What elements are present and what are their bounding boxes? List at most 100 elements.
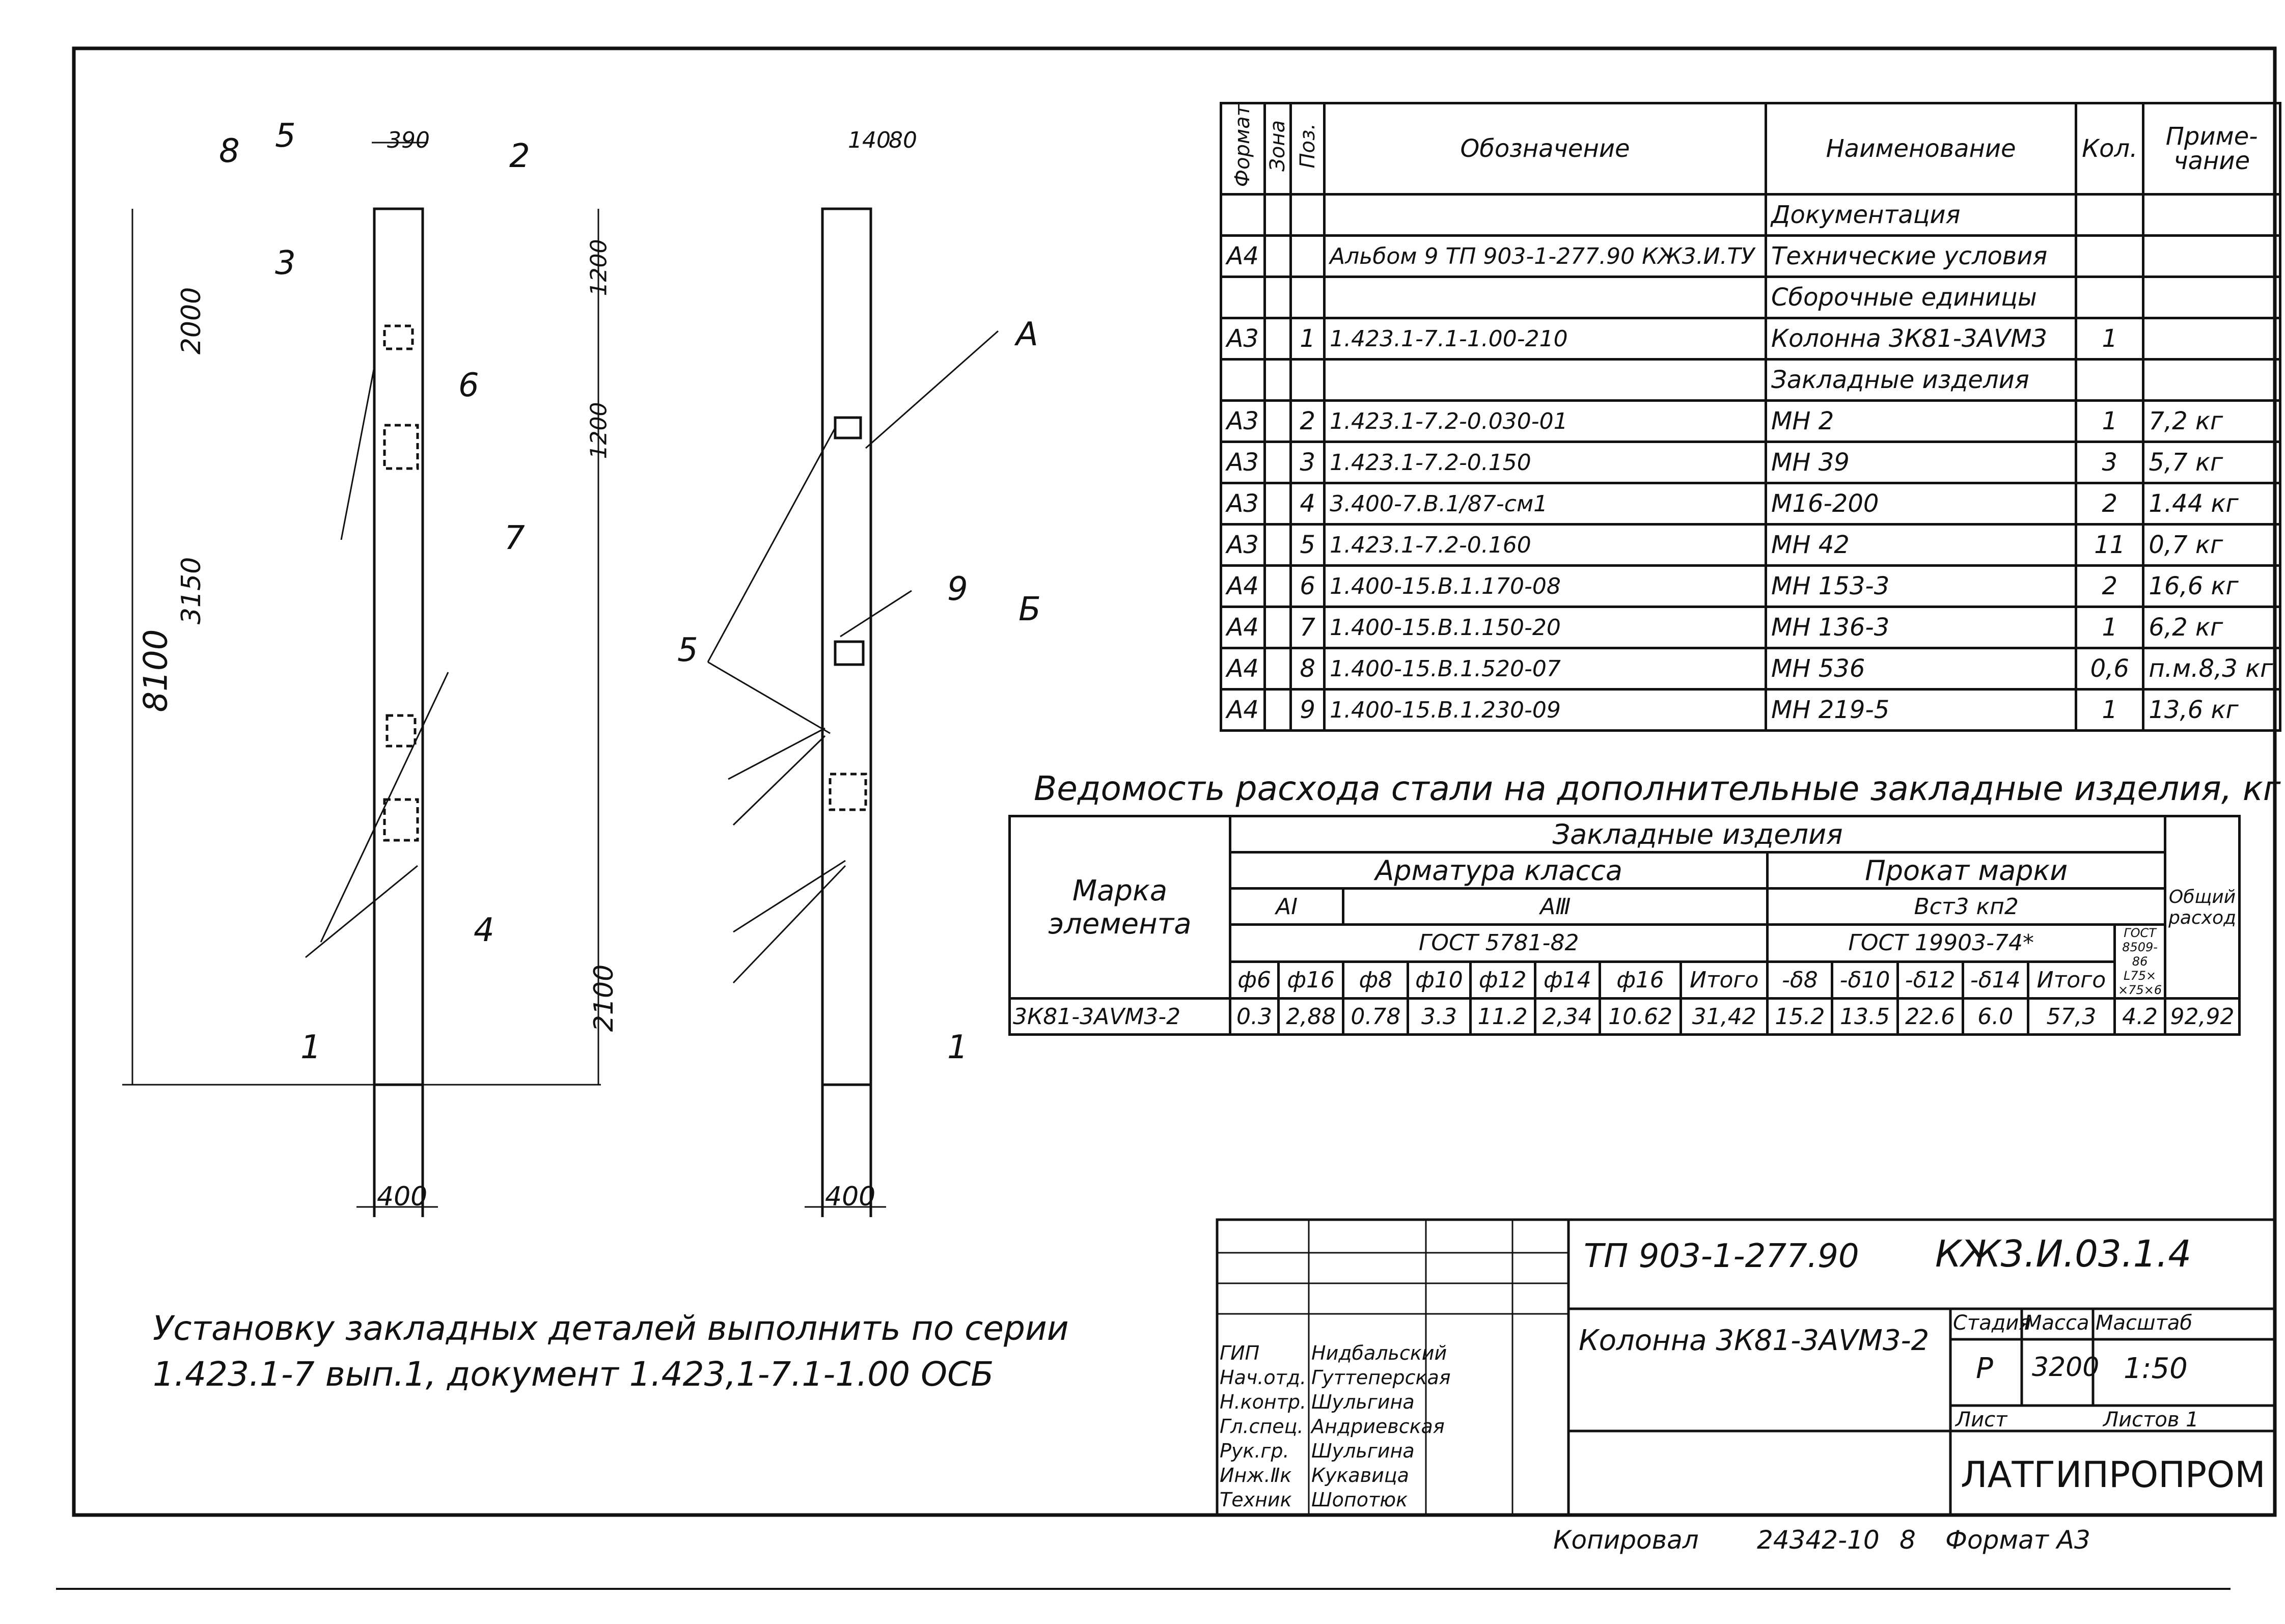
spec-cell-zone <box>1263 482 1292 526</box>
spec-cell-pos <box>1289 276 1326 320</box>
steel-subcol: ф14 <box>1533 960 1601 1000</box>
spec-cell-name: Колонна 3К81-3АⅤМ3 <box>1764 317 2078 361</box>
steel-value: 0.3 <box>1228 997 1280 1036</box>
spec-cell-name: Технические условия <box>1764 234 2078 279</box>
gost-rolled: ГОСТ 19903-74* <box>1766 923 2116 963</box>
title-code: КЖ3.И.03.1.4 <box>1935 1232 2192 1275</box>
dim-width-1: 400 <box>377 1181 428 1212</box>
dim-140: 140 <box>848 127 891 153</box>
steel-value: 22.6 <box>1896 997 1964 1036</box>
title-project: ТП 903-1-277.90 <box>1584 1237 1859 1275</box>
spec-cell-note: 13,6 кг <box>2142 688 2281 732</box>
spec-cell-name: МН 42 <box>1764 523 2078 567</box>
spec-cell-note: 0,7 кг <box>2142 523 2281 567</box>
spec-cell-designation <box>1323 276 1767 320</box>
pos-label-1b: 1 <box>947 1029 968 1066</box>
spec-cell-qty: 1 <box>2075 688 2145 732</box>
spec-cell-name: Сборочные единицы <box>1764 276 2078 320</box>
spec-cell-pos: 1 <box>1289 317 1326 361</box>
title-sheet-label: Лист <box>1956 1408 2007 1432</box>
group-rolled: Прокат марки <box>1766 851 2167 890</box>
steel-subcol: ф12 <box>1469 960 1536 1000</box>
title-item: Колонна 3К81-3АⅤМ3-2 <box>1579 1324 1930 1357</box>
spec-cell-pos <box>1289 193 1326 237</box>
steel-subcol: ф16 <box>1598 960 1683 1000</box>
title-name: Нидбальский <box>1311 1342 1447 1364</box>
footer-copied: Копировал <box>1553 1525 1699 1555</box>
spec-cell-pos: 5 <box>1289 523 1326 567</box>
spec-cell-pos: 3 <box>1289 441 1326 485</box>
column-elevation-1 <box>122 142 601 1217</box>
spec-cell-name: Документация <box>1764 193 2078 237</box>
dim-390: 390 <box>387 127 430 153</box>
spec-cell-designation: 1.423.1-7.2-0.160 <box>1323 523 1767 567</box>
spec-cell-note: 16,6 кг <box>2142 564 2281 609</box>
steel-value: 92,92 <box>2164 997 2241 1036</box>
spec-cell-name: МН 153-3 <box>1764 564 2078 609</box>
pos-label-5: 5 <box>275 117 296 155</box>
spec-cell-qty: 1 <box>2075 605 2145 650</box>
steel-value: 13.5 <box>1831 997 1899 1036</box>
pos-label-5b: 5 <box>677 631 698 669</box>
spec-cell-format <box>1220 193 1266 237</box>
spec-cell-zone <box>1263 193 1292 237</box>
steel-subcol: Итого <box>1680 960 1769 1000</box>
gost-rebar: ГОСТ 5781-82 <box>1228 923 1769 963</box>
spec-cell-format: А4 <box>1220 564 1266 609</box>
spec-cell-name: МН 536 <box>1764 647 2078 691</box>
spec-cell-designation: 1.423.1-7.1-1.00-210 <box>1323 317 1767 361</box>
spec-cell-designation: Альбом 9 ТП 903-1-277.90 КЖ3.И.ТУ <box>1323 234 1767 279</box>
dim-80: 80 <box>889 127 917 153</box>
spec-cell-qty: 2 <box>2075 482 2145 526</box>
col-mark: Марка элемента <box>1008 815 1231 1000</box>
steel-subcol: ф16 <box>1277 960 1345 1000</box>
spec-cell-note <box>2142 193 2281 237</box>
spec-cell-designation: 1.400-15.В.1.230-09 <box>1323 688 1767 732</box>
spec-cell-pos: 8 <box>1289 647 1326 691</box>
spec-cell-zone <box>1263 317 1292 361</box>
spec-cell-format <box>1220 358 1266 402</box>
column-elevation-2 <box>805 207 886 1217</box>
spec-cell-pos: 6 <box>1289 564 1326 609</box>
spec-row: Закладные изделия <box>1220 358 2281 402</box>
spec-cell-designation: 1.423.1-7.2-0.030-01 <box>1323 399 1767 444</box>
spec-cell-name: МН 219-5 <box>1764 688 2078 732</box>
title-sheets-label: Листов 1 <box>2103 1408 2199 1432</box>
pos-label-A: А <box>1016 316 1038 353</box>
spec-cell-format: А3 <box>1220 441 1266 485</box>
spec-cell-zone <box>1263 523 1292 567</box>
spec-cell-pos: 2 <box>1289 399 1326 444</box>
title-role: Гл.спец. <box>1220 1415 1304 1438</box>
steel-value: 6.0 <box>1961 997 2029 1036</box>
spec-row: Сборочные единицы <box>1220 276 2281 320</box>
specification-table: Формат Зона Поз. Обозначение Наименовани… <box>1220 101 2281 732</box>
spec-cell-format: А4 <box>1220 688 1266 732</box>
group-rebar: Арматура класса <box>1228 851 1769 890</box>
spec-cell-zone <box>1263 441 1292 485</box>
spec-cell-zone <box>1263 358 1292 402</box>
spec-cell-designation <box>1323 193 1767 237</box>
steel-subcol: -δ14 <box>1961 960 2029 1000</box>
spec-cell-pos: 9 <box>1289 688 1326 732</box>
note-line-2: 1.423.1-7 вып.1, документ 1.423,1-7.1-1.… <box>153 1355 994 1394</box>
steel-subcol: ф8 <box>1342 960 1410 1000</box>
spec-cell-name: Закладные изделия <box>1764 358 2078 402</box>
class-a1: АⅠ <box>1228 887 1345 926</box>
spec-cell-note <box>2142 317 2281 361</box>
steel-table-title: Ведомость расхода стали на дополнительны… <box>1034 769 2281 808</box>
spec-cell-qty <box>2075 358 2145 402</box>
steel-subcol: ф10 <box>1407 960 1472 1000</box>
steel-value: 11.2 <box>1469 997 1536 1036</box>
spec-cell-designation: 1.400-15.В.1.520-07 <box>1323 647 1767 691</box>
title-name: Шульгина <box>1311 1391 1415 1413</box>
steel-value: 3.3 <box>1407 997 1472 1036</box>
title-role: Техник <box>1220 1489 1292 1511</box>
spec-cell-designation <box>1323 358 1767 402</box>
